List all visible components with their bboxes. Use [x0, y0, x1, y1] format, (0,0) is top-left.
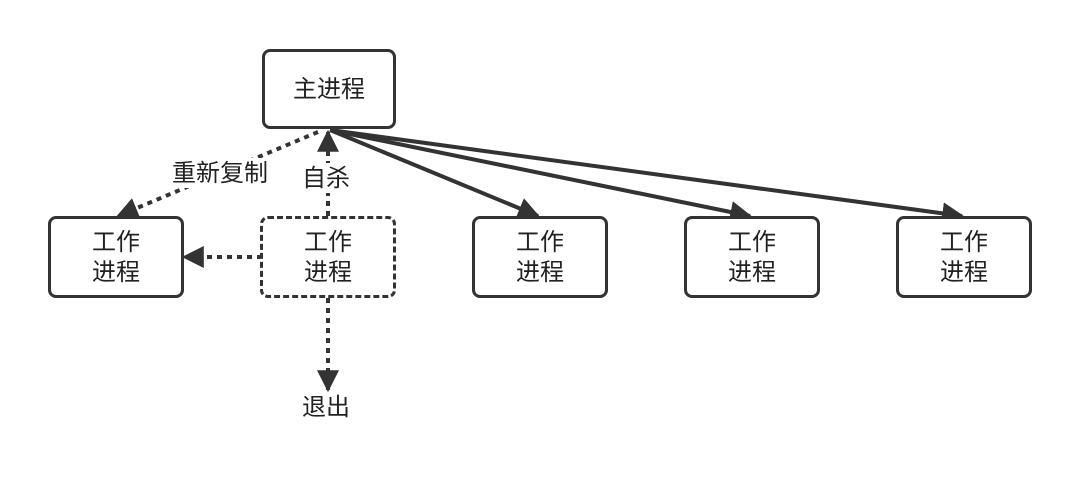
master-process-label: 主进程: [293, 75, 365, 103]
worker-process-box-5: 工作 进程: [896, 216, 1032, 298]
worker-label-line2: 进程: [92, 258, 140, 286]
worker-label-line2: 进程: [304, 258, 352, 286]
arrow-master-to-worker-3: [329, 128, 541, 219]
worker-label-line1: 工作: [92, 228, 140, 256]
worker-label-line2: 进程: [728, 258, 776, 286]
arrow-refork: [115, 130, 319, 219]
arrow-master-to-worker-5: [329, 128, 965, 225]
worker-process-box-3: 工作 进程: [472, 216, 608, 298]
worker-label-line2: 进程: [940, 258, 988, 286]
worker-process-box-4: 工作 进程: [684, 216, 820, 298]
worker-process-box-1: 工作 进程: [48, 216, 184, 298]
worker-label-line1: 工作: [940, 228, 988, 256]
exit-label: 退出: [300, 392, 352, 422]
worker-label-line2: 进程: [516, 258, 564, 286]
arrow-master-to-worker-4: [329, 128, 753, 223]
master-process-box: 主进程: [262, 49, 396, 129]
worker-label-line1: 工作: [728, 228, 776, 256]
worker-label-line1: 工作: [516, 228, 564, 256]
suicide-label: 自杀: [300, 163, 352, 193]
worker-label-line1: 工作: [304, 228, 352, 256]
refork-label: 重新复制: [170, 158, 270, 188]
worker-process-box-2-dying: 工作 进程: [260, 216, 396, 298]
